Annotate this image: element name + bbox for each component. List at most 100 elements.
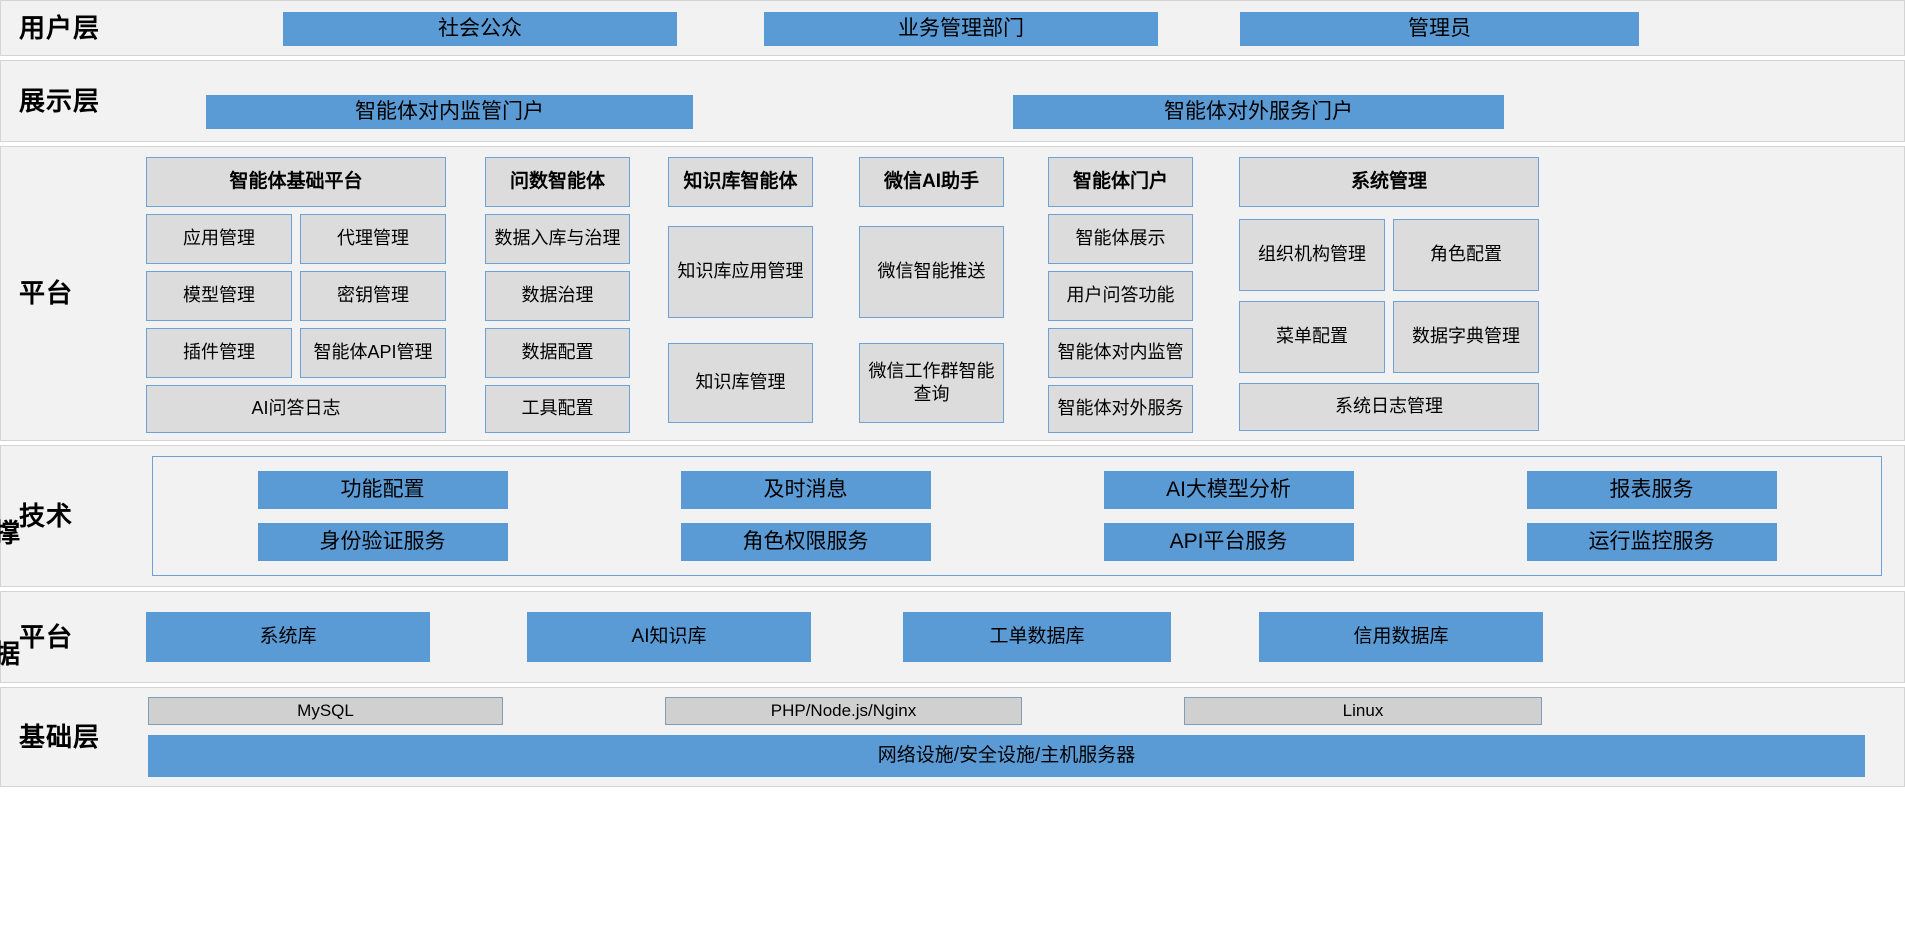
layer-presentation-body: 智能体对内监管门户 智能体对外服务门户 (141, 61, 1904, 141)
app-group-title-knowledge-base-agent: 知识库智能体 (668, 157, 813, 207)
app-row: 知识库管理 (668, 343, 813, 423)
app-item-user-qa-function[interactable]: 用户问答功能 (1048, 271, 1193, 321)
app-row: 知识库应用管理 (668, 226, 813, 318)
app-group-data-query-agent: 问数智能体 数据入库与治理 数据治理 数据配置 工具配置 (485, 157, 630, 433)
layer-platform-data-label-line-2: 数据 (0, 638, 22, 669)
tech-item-instant-message[interactable]: 及时消息 (680, 471, 931, 509)
layer-platform-application-body: 智能体基础平台 应用管理 代理管理 模型管理 密钥管理 插件管理 智能体API管… (141, 147, 1904, 440)
app-row: 智能体展示 (1048, 214, 1193, 264)
app-item-data-dictionary-management[interactable]: 数据字典管理 (1393, 301, 1539, 373)
app-row: 数据入库与治理 (485, 214, 630, 264)
app-item-agent-showcase[interactable]: 智能体展示 (1048, 214, 1193, 264)
app-group-agent-portal: 智能体门户 智能体展示 用户问答功能 智能体对内监管 智能体对外服务 (1048, 157, 1193, 433)
layer-technical-support-body: 功能配置 及时消息 AI大模型分析 报表服务 身份验证服务 (141, 446, 1904, 586)
app-group-wechat-ai-assistant: 微信AI助手 微信智能推送 微信工作群智能查询 (859, 157, 1004, 423)
app-row: 智能体对内监管 (1048, 328, 1193, 378)
app-row: 数据配置 (485, 328, 630, 378)
app-item-agent-external-service[interactable]: 智能体对外服务 (1048, 385, 1193, 433)
layer-platform-data-label: 平台 数据 (0, 592, 141, 682)
tech-item-identity-auth-service[interactable]: 身份验证服务 (257, 523, 508, 561)
layer-platform-application-label: 平台 (1, 147, 141, 440)
user-box-public[interactable]: 社会公众 (283, 12, 677, 46)
infra-chip-linux[interactable]: Linux (1184, 697, 1542, 725)
app-item-key-management[interactable]: 密钥管理 (300, 271, 446, 321)
app-group-system-management: 系统管理 组织机构管理 角色配置 菜单配置 数据字典管理 系统日志管理 (1239, 157, 1539, 431)
app-group-title-wechat-ai-assistant: 微信AI助手 (859, 157, 1004, 207)
data-box-credit-db[interactable]: 信用数据库 (1259, 612, 1543, 662)
app-item-data-configuration[interactable]: 数据配置 (485, 328, 630, 378)
app-item-ai-qa-log[interactable]: AI问答日志 (146, 385, 446, 433)
app-row: AI问答日志 (146, 385, 446, 433)
app-item-kb-management[interactable]: 知识库管理 (668, 343, 813, 423)
layer-infrastructure: 基础层 MySQL PHP/Node.js/Nginx Linux 网络设施/安… (0, 687, 1905, 787)
app-item-wechat-smart-push[interactable]: 微信智能推送 (859, 226, 1004, 318)
infra-chip-mysql[interactable]: MySQL (148, 697, 503, 725)
layer-user-label-line-1: 用户层 (19, 12, 101, 43)
user-box-business-dept[interactable]: 业务管理部门 (764, 12, 1158, 46)
app-row: 数据治理 (485, 271, 630, 321)
app-item-wechat-group-smart-query[interactable]: 微信工作群智能查询 (859, 343, 1004, 423)
tech-item-runtime-monitor-service[interactable]: 运行监控服务 (1526, 523, 1777, 561)
infra-chip-row: MySQL PHP/Node.js/Nginx Linux (141, 697, 1904, 725)
tech-item-function-config[interactable]: 功能配置 (257, 471, 508, 509)
layer-presentation-label: 展示层 (1, 61, 141, 141)
layer-presentation-label-line-1: 展示层 (19, 85, 101, 116)
app-group-title-agent-base-platform: 智能体基础平台 (146, 157, 446, 207)
app-item-plugin-management[interactable]: 插件管理 (146, 328, 292, 378)
app-row: 用户问答功能 (1048, 271, 1193, 321)
layer-infrastructure-label: 基础层 (1, 688, 141, 786)
layer-user-label: 用户层 (1, 1, 141, 55)
layer-technical-support-label-line-2: 支撑 (0, 517, 22, 548)
app-item-agent-api-management[interactable]: 智能体API管理 (300, 328, 446, 378)
infra-wide-row: 网络设施/安全设施/主机服务器 (141, 735, 1904, 777)
app-item-system-log-management[interactable]: 系统日志管理 (1239, 383, 1539, 431)
app-group-knowledge-base-agent: 知识库智能体 知识库应用管理 知识库管理 (668, 157, 813, 423)
data-box-system-db[interactable]: 系统库 (146, 612, 430, 662)
app-item-agent-management[interactable]: 代理管理 (300, 214, 446, 264)
layer-platform-data-label-line-1: 平台 (19, 621, 74, 652)
app-group-title-data-query-agent: 问数智能体 (485, 157, 630, 207)
tech-row-2: 身份验证服务 角色权限服务 API平台服务 运行监控服务 (171, 523, 1863, 561)
layer-platform-data: 平台 数据 系统库 AI知识库 工单数据库 信用数据库 (0, 591, 1905, 683)
app-row: 应用管理 代理管理 (146, 214, 446, 264)
app-row: 工具配置 (485, 385, 630, 433)
app-row: 插件管理 智能体API管理 (146, 328, 446, 378)
presentation-box-external-portal[interactable]: 智能体对外服务门户 (1013, 95, 1504, 129)
tech-row-1: 功能配置 及时消息 AI大模型分析 报表服务 (171, 471, 1863, 509)
layer-infrastructure-body: MySQL PHP/Node.js/Nginx Linux 网络设施/安全设施/… (141, 688, 1904, 786)
app-row: 微信工作群智能查询 (859, 343, 1004, 423)
app-item-data-governance[interactable]: 数据治理 (485, 271, 630, 321)
tech-item-report-service[interactable]: 报表服务 (1526, 471, 1777, 509)
tech-support-frame: 功能配置 及时消息 AI大模型分析 报表服务 身份验证服务 (152, 456, 1882, 576)
tech-item-api-platform-service[interactable]: API平台服务 (1103, 523, 1354, 561)
app-item-menu-configuration[interactable]: 菜单配置 (1239, 301, 1385, 373)
layer-technical-support-label-line-1: 技术 (19, 500, 74, 531)
app-item-org-structure-management[interactable]: 组织机构管理 (1239, 219, 1385, 291)
app-item-data-ingest-governance[interactable]: 数据入库与治理 (485, 214, 630, 264)
app-item-kb-application-management[interactable]: 知识库应用管理 (668, 226, 813, 318)
data-box-work-order-db[interactable]: 工单数据库 (903, 612, 1171, 662)
layer-technical-support: 技术 支撑 功能配置 及时消息 AI大模型分析 报表服务 (0, 445, 1905, 587)
infra-chip-php-node-nginx[interactable]: PHP/Node.js/Nginx (665, 697, 1022, 725)
app-item-role-configuration[interactable]: 角色配置 (1393, 219, 1539, 291)
layer-platform-data-body: 系统库 AI知识库 工单数据库 信用数据库 (141, 592, 1904, 682)
infra-box-network-security-host[interactable]: 网络设施/安全设施/主机服务器 (148, 735, 1865, 777)
data-box-ai-knowledge-db[interactable]: AI知识库 (527, 612, 811, 662)
presentation-box-internal-portal[interactable]: 智能体对内监管门户 (206, 95, 693, 129)
layer-user: 用户层 社会公众 业务管理部门 管理员 (0, 0, 1905, 56)
app-item-tool-configuration[interactable]: 工具配置 (485, 385, 630, 433)
app-item-model-management[interactable]: 模型管理 (146, 271, 292, 321)
app-row: 微信智能推送 (859, 226, 1004, 318)
app-row: 组织机构管理 角色配置 (1239, 219, 1539, 291)
tech-item-role-permission-service[interactable]: 角色权限服务 (680, 523, 931, 561)
app-group-agent-base-platform: 智能体基础平台 应用管理 代理管理 模型管理 密钥管理 插件管理 智能体API管… (146, 157, 446, 433)
user-box-admin[interactable]: 管理员 (1240, 12, 1639, 46)
tech-item-ai-llm-analysis[interactable]: AI大模型分析 (1103, 471, 1354, 509)
app-item-application-management[interactable]: 应用管理 (146, 214, 292, 264)
layer-platform-application-label-line-1: 平台 (19, 278, 74, 309)
layer-technical-support-label: 技术 支撑 (0, 446, 141, 586)
app-row: 系统日志管理 (1239, 383, 1539, 431)
layer-infrastructure-label-line-1: 基础层 (19, 721, 101, 752)
app-item-agent-internal-supervision[interactable]: 智能体对内监管 (1048, 328, 1193, 378)
